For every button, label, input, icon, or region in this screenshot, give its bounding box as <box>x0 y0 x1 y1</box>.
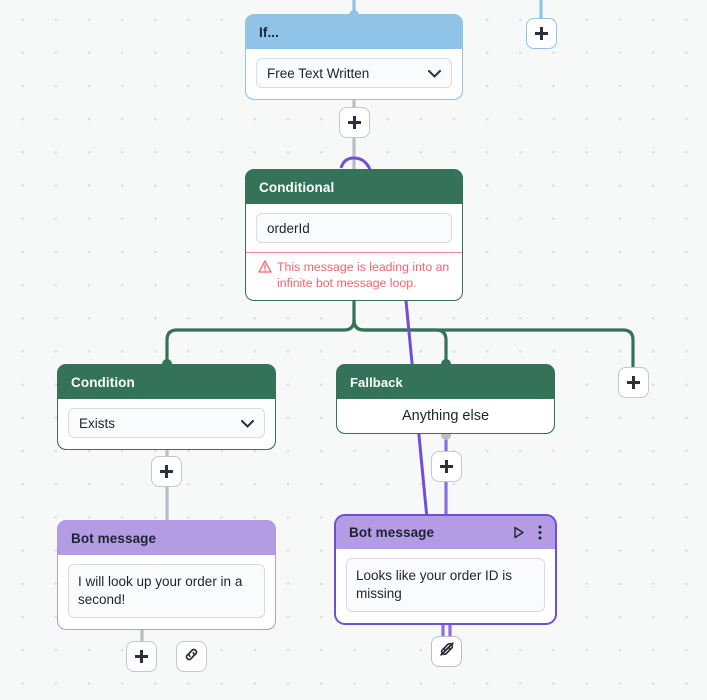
node-conditional-body: orderId This message is leading into an … <box>246 204 462 301</box>
play-icon[interactable] <box>513 526 525 539</box>
node-conditional[interactable]: Conditional orderId This message is lead… <box>245 169 463 302</box>
plus-icon <box>627 376 640 389</box>
node-fallback-title: Fallback <box>350 374 403 390</box>
node-condition-body: Exists <box>58 399 275 449</box>
bot-message-right-text[interactable]: Looks like your order ID is missing <box>346 558 545 612</box>
plus-icon <box>348 116 361 129</box>
node-bot-message-left-title: Bot message <box>71 530 157 546</box>
add-node-after-fallback-button[interactable] <box>431 451 462 482</box>
node-conditional-title: Conditional <box>259 179 335 195</box>
node-bot-message-right[interactable]: Bot message Looks like your order ID i <box>334 514 557 625</box>
bot-message-left-text[interactable]: I will look up your order in a second! <box>68 564 265 618</box>
add-node-top-right-button[interactable] <box>526 18 557 49</box>
infinite-loop-warning: This message is leading into an infinite… <box>256 253 452 300</box>
unlink-node-button[interactable] <box>431 636 462 667</box>
chevron-down-icon <box>428 66 441 81</box>
add-node-after-if-button[interactable] <box>339 107 370 138</box>
plus-icon <box>160 465 173 478</box>
link-node-button[interactable] <box>176 641 207 672</box>
node-header-actions <box>513 525 542 540</box>
node-bot-message-left[interactable]: Bot message I will look up your order in… <box>57 520 276 630</box>
node-if-title: If... <box>259 24 279 40</box>
order-id-input-value: orderId <box>267 220 310 236</box>
infinite-loop-warning-text: This message is leading into an infinite… <box>277 260 450 290</box>
node-bot-message-right-body: Looks like your order ID is missing <box>336 549 555 623</box>
node-bot-message-left-header: Bot message <box>58 521 275 555</box>
node-fallback-body: Anything else <box>337 399 554 433</box>
node-fallback-header: Fallback <box>337 365 554 399</box>
condition-operator-select[interactable]: Exists <box>68 408 265 438</box>
more-vertical-icon[interactable] <box>538 525 542 540</box>
node-bot-message-left-body: I will look up your order in a second! <box>58 555 275 629</box>
unlink-icon <box>438 640 456 663</box>
node-if[interactable]: If... Free Text Written <box>245 14 463 100</box>
order-id-input[interactable]: orderId <box>256 213 452 243</box>
free-text-written-select-value: Free Text Written <box>267 65 370 81</box>
node-conditional-header: Conditional <box>246 170 462 204</box>
condition-operator-select-value: Exists <box>79 415 116 431</box>
link-icon <box>183 646 200 668</box>
node-condition[interactable]: Condition Exists <box>57 364 276 450</box>
warning-triangle-icon <box>258 260 272 278</box>
add-node-after-condition-button[interactable] <box>151 456 182 487</box>
node-bot-message-right-title: Bot message <box>349 525 435 540</box>
node-if-header: If... <box>246 15 462 49</box>
add-node-after-bot-message-left-button[interactable] <box>126 641 157 672</box>
free-text-written-select[interactable]: Free Text Written <box>256 58 452 88</box>
node-if-body: Free Text Written <box>246 49 462 99</box>
node-condition-title: Condition <box>71 374 135 390</box>
plus-icon <box>135 650 148 663</box>
node-bot-message-right-header: Bot message <box>336 516 555 549</box>
plus-icon <box>440 460 453 473</box>
add-branch-right-button[interactable] <box>618 367 649 398</box>
node-fallback[interactable]: Fallback Anything else <box>336 364 555 434</box>
warning-divider <box>246 252 462 253</box>
chevron-down-icon <box>241 416 254 431</box>
plus-icon <box>535 27 548 40</box>
node-condition-header: Condition <box>58 365 275 399</box>
